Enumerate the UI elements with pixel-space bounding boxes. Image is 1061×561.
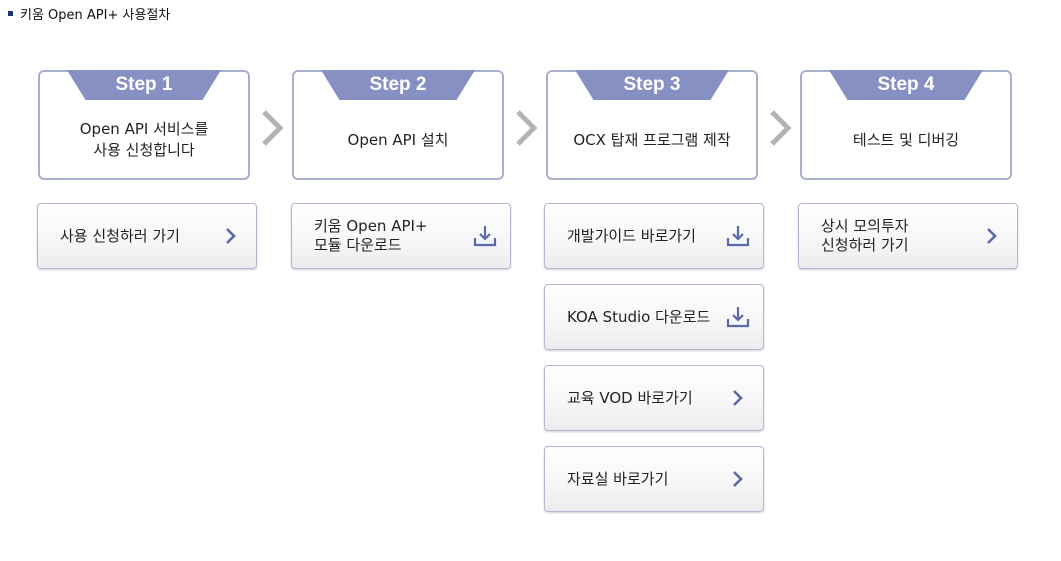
download-icon: [472, 223, 498, 249]
module-download-button[interactable]: 키움 Open API+ 모듈 다운로드: [291, 203, 511, 269]
step-desc-3: OCX 탑재 프로그램 제작: [573, 130, 731, 149]
step-card-3: Step 3 OCX 탑재 프로그램 제작: [546, 70, 758, 180]
koa-studio-download-button[interactable]: KOA Studio 다운로드: [544, 284, 764, 350]
dev-guide-button[interactable]: 개발가이드 바로가기: [544, 203, 764, 269]
chevron-right-icon: [979, 223, 1005, 249]
chevron-right-icon: [262, 110, 284, 146]
button-label: 사용 신청하러 가기: [60, 226, 180, 245]
step-tab-3: Step 3: [575, 70, 729, 100]
page-title: 키움 Open API+ 사용절차: [8, 4, 171, 23]
step-card-1: Step 1 Open API 서비스를 사용 신청합니다: [38, 70, 250, 180]
mock-investment-button[interactable]: 상시 모의투자 신청하러 가기: [798, 203, 1018, 269]
education-vod-button[interactable]: 교육 VOD 바로가기: [544, 365, 764, 431]
apply-usage-button[interactable]: 사용 신청하러 가기: [37, 203, 257, 269]
button-label: 자료실 바로가기: [567, 469, 669, 488]
step-tab-2: Step 2: [321, 70, 475, 100]
button-label: 개발가이드 바로가기: [567, 226, 696, 245]
chevron-right-icon: [770, 110, 792, 146]
button-label: 상시 모의투자 신청하러 가기: [821, 217, 909, 254]
download-icon: [725, 223, 751, 249]
title-bullet-icon: [8, 10, 13, 16]
step-card-4: Step 4 테스트 및 디버깅: [800, 70, 1012, 180]
button-label: 키움 Open API+ 모듈 다운로드: [314, 217, 428, 254]
download-icon: [725, 304, 751, 330]
step-desc-2: Open API 설치: [347, 130, 449, 149]
step-desc-4: 테스트 및 디버깅: [852, 130, 960, 149]
chevron-right-icon: [218, 223, 244, 249]
step-tab-4: Step 4: [829, 70, 983, 100]
page-title-text: 키움 Open API+ 사용절차: [20, 7, 171, 23]
chevron-right-icon: [725, 385, 751, 411]
button-label: 교육 VOD 바로가기: [567, 388, 693, 407]
step-card-2: Step 2 Open API 설치: [292, 70, 504, 180]
step-desc-1: Open API 서비스를 사용 신청합니다: [79, 120, 209, 159]
chevron-right-icon: [516, 110, 538, 146]
resource-room-button[interactable]: 자료실 바로가기: [544, 446, 764, 512]
button-label: KOA Studio 다운로드: [567, 307, 711, 326]
chevron-right-icon: [725, 466, 751, 492]
step-tab-1: Step 1: [67, 70, 221, 100]
